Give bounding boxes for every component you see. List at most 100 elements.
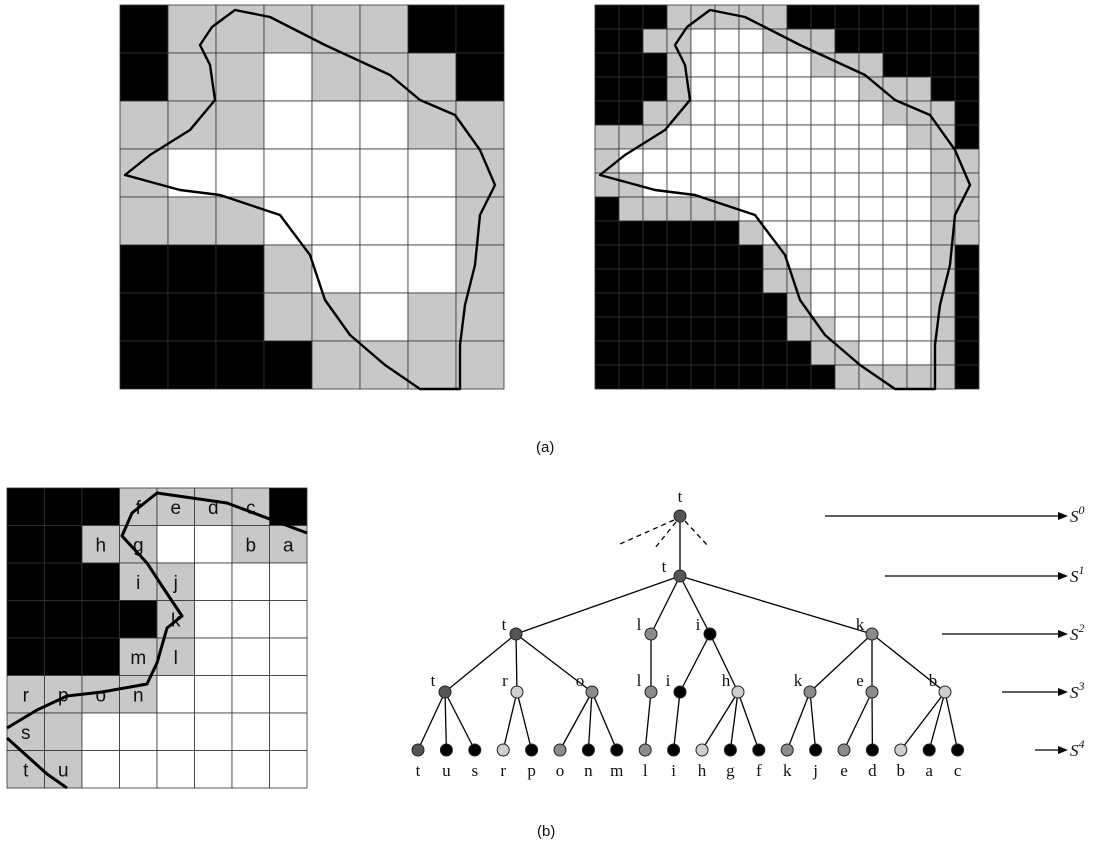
grid-cell (858, 268, 884, 294)
grid-cell (810, 268, 836, 294)
grid-cell (882, 292, 908, 318)
grid-cell (954, 76, 980, 102)
arrow-head-icon (1058, 572, 1068, 580)
grid-cell (642, 4, 668, 30)
grid-cell (714, 292, 740, 318)
grid-cell (930, 196, 956, 222)
grid-cell (642, 220, 668, 246)
grid-cell (81, 562, 120, 601)
grid-cell (407, 292, 457, 342)
grid-cell (786, 172, 812, 198)
grid-cell (407, 340, 457, 390)
tree-leaf-node (695, 743, 709, 757)
grid-cell (930, 52, 956, 78)
grid-cell (810, 28, 836, 54)
grid-cell (359, 292, 409, 342)
grid-cell (194, 712, 233, 751)
grid-cell (738, 148, 764, 174)
grid-cell (810, 244, 836, 270)
grid-cell (834, 52, 860, 78)
grid-cell (666, 244, 692, 270)
grid-cell (762, 52, 788, 78)
tree-node-label: k (783, 761, 792, 780)
grid-cell (810, 124, 836, 150)
grid-cell (690, 340, 716, 366)
tree-node (438, 685, 452, 699)
grid-cell (359, 244, 409, 294)
tree-node-label: n (584, 761, 593, 780)
tree-node-label: g (726, 761, 735, 780)
grid-cell (834, 4, 860, 30)
grid-cell (906, 124, 932, 150)
grid-cell (231, 637, 270, 676)
tree-node-label: d (868, 761, 877, 780)
grid-cell (594, 100, 620, 126)
grid-cell (930, 76, 956, 102)
tree-edge (679, 633, 711, 693)
grid-cell (269, 487, 308, 526)
grid-cell (194, 600, 233, 639)
grid-cell (231, 675, 270, 714)
tree-leaf-node (553, 743, 567, 757)
tree-edge (515, 575, 681, 635)
tree-leaf-node (951, 743, 965, 757)
grid-cell (311, 100, 361, 150)
tree-leaf-node (752, 743, 766, 757)
grid-cell (618, 196, 644, 222)
grid-cell (762, 76, 788, 102)
grid-cell (810, 52, 836, 78)
grid-cell (642, 340, 668, 366)
grid-cell (81, 600, 120, 639)
tree-edge (679, 575, 873, 635)
grid-cell (834, 268, 860, 294)
tree-edge (809, 691, 817, 751)
grid-cell (858, 124, 884, 150)
grid-cell (215, 100, 265, 150)
grid-cell (215, 52, 265, 102)
tree-node-label: i (671, 761, 676, 780)
grid-cell (618, 148, 644, 174)
grid-cell-label: p (58, 685, 69, 706)
grid-cell (762, 124, 788, 150)
grid-cell (156, 712, 195, 751)
grid-cell (690, 52, 716, 78)
grid-cell (231, 712, 270, 751)
grid-cell (618, 340, 644, 366)
grid-cell (834, 196, 860, 222)
grid-cell (359, 196, 409, 246)
grid-cell (810, 172, 836, 198)
grid-cell (930, 4, 956, 30)
tree-leaf-node (439, 743, 453, 757)
grid-cell (810, 76, 836, 102)
grid-cell (594, 52, 620, 78)
tree-node (673, 569, 687, 583)
grid-cell (714, 268, 740, 294)
grid-cell-label: g (133, 535, 144, 556)
grid-cell (882, 244, 908, 270)
grid-cell-label: o (95, 685, 106, 706)
grid-cell (786, 220, 812, 246)
caption-b: (b) (537, 823, 555, 840)
grid-cell (455, 340, 505, 390)
grid-cell (642, 28, 668, 54)
tree-edge (654, 521, 677, 549)
grid-cell (215, 340, 265, 390)
grid-cell (194, 525, 233, 564)
tree-node (510, 685, 524, 699)
grid-cell (167, 292, 217, 342)
grid-cell (858, 4, 884, 30)
tree-leaf-node (723, 743, 737, 757)
grid-cell (642, 364, 668, 390)
tree-leaf-node (638, 743, 652, 757)
grid-cell (594, 220, 620, 246)
tree-edge (444, 691, 476, 751)
grid-cell (714, 244, 740, 270)
tree-edge (871, 633, 946, 693)
grid-cell (834, 148, 860, 174)
grid-cell (167, 340, 217, 390)
grid-cell (455, 148, 505, 198)
grid-cell (906, 268, 932, 294)
grid-cell (642, 52, 668, 78)
grid-cell-label: s (21, 723, 31, 744)
